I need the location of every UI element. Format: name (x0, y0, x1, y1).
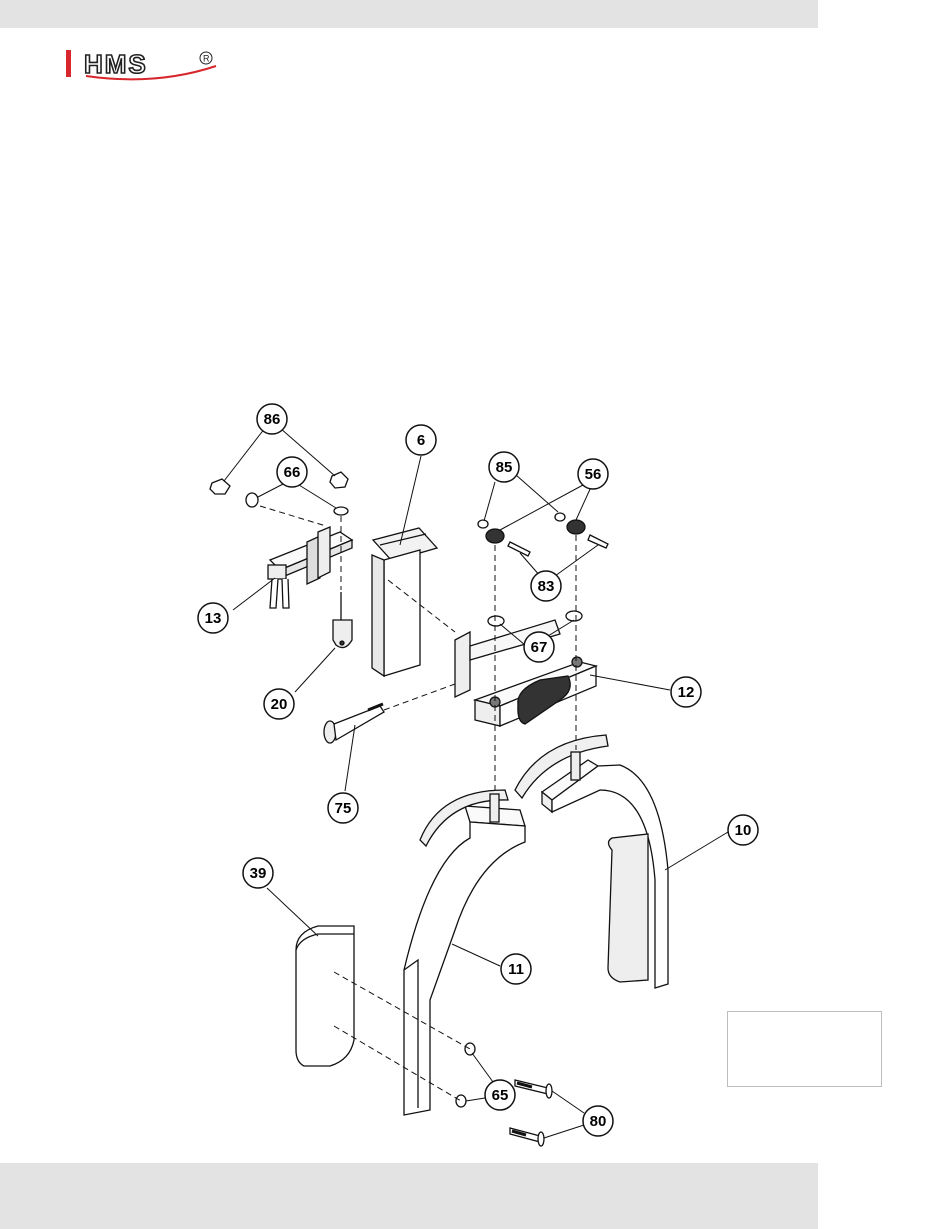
callout-56: 56 (578, 459, 608, 489)
part-13-bracket (268, 527, 352, 608)
callout-12: 12 (671, 677, 701, 707)
part-6-post (372, 528, 437, 676)
callout-39: 39 (243, 858, 273, 888)
part-12-crossbar (455, 620, 596, 726)
callout-83: 83 (531, 571, 561, 601)
callout-65: 65 (485, 1080, 515, 1110)
callout-label: 11 (508, 961, 524, 978)
callout-label: 39 (250, 865, 267, 882)
callout-66: 66 (277, 457, 307, 487)
callout-label: 75 (335, 800, 352, 817)
callout-67: 67 (524, 632, 554, 662)
callout-86: 86 (257, 404, 287, 434)
footer-band (0, 1163, 818, 1229)
callout-20: 20 (264, 689, 294, 719)
part-80-bolts (510, 1080, 552, 1146)
callout-6: 6 (406, 425, 436, 455)
part-75-bolt (324, 704, 384, 743)
part-39-pad (296, 926, 354, 1066)
callout-label: 6 (417, 432, 425, 449)
callout-label: 20 (271, 696, 288, 713)
callout-85: 85 (489, 452, 519, 482)
callout-label: 66 (284, 464, 301, 481)
callout-13: 13 (198, 603, 228, 633)
callout-label: 65 (492, 1087, 509, 1104)
callout-label: 67 (531, 639, 548, 656)
callout-label: 83 (538, 578, 555, 595)
callout-11: 11 (501, 954, 531, 984)
callouts: 86 6 85 56 66 83 13 67 12 20 75 10 39 11 65 80 (198, 404, 758, 1136)
callout-label: 85 (496, 459, 513, 476)
callout-80: 80 (583, 1106, 613, 1136)
part-20-pivot (333, 592, 352, 648)
callout-10: 10 (728, 815, 758, 845)
blank-note-box (727, 1011, 882, 1087)
callout-label: 86 (264, 411, 281, 428)
callout-label: 12 (678, 684, 695, 701)
callout-75: 75 (328, 793, 358, 823)
part-11-left-frame (404, 790, 525, 1115)
callout-label: 56 (585, 466, 602, 483)
callout-label: 13 (205, 610, 222, 627)
callout-label: 10 (735, 822, 752, 839)
part-10-right-frame (515, 735, 668, 988)
callout-label: 80 (590, 1113, 607, 1130)
